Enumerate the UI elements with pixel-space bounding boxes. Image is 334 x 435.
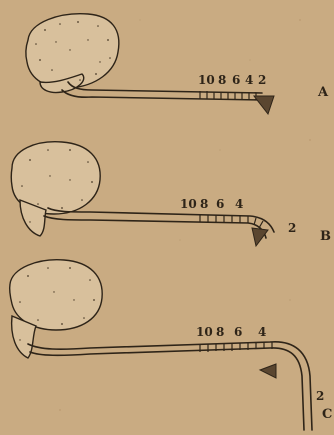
panel-c-seed: [10, 260, 103, 358]
panel-a-mark-4: 4: [245, 73, 253, 87]
panel-b-label: B: [320, 229, 331, 244]
panel-a-mark-10: 10: [198, 73, 215, 87]
panel-c-mark-8: 8: [216, 325, 224, 339]
panel-b-mark-4: 4: [235, 197, 243, 211]
panel-b-mark-6: 6: [216, 197, 224, 211]
panel-c: 10 8 6 4 2 C: [10, 260, 333, 430]
panel-a-label: A: [317, 85, 329, 100]
panel-a-mark-8: 8: [218, 73, 226, 87]
panel-c-mark-tip: 2: [316, 389, 324, 403]
panel-a-root-tip: [254, 96, 274, 114]
panel-b-mark-tip: 2: [288, 221, 296, 235]
panel-a-mark-6: 6: [232, 73, 240, 87]
panel-c-mark-10: 10: [196, 325, 213, 339]
panel-c-mark-4: 4: [258, 325, 266, 339]
panel-c-root-tip: [260, 364, 276, 378]
panel-a-mark-2: 2: [258, 73, 266, 87]
panel-b-root: [44, 208, 274, 246]
panel-a-root: [62, 82, 274, 114]
panel-c-mark-6: 6: [234, 325, 242, 339]
panel-b-mark-10: 10: [180, 197, 197, 211]
panel-c-root: [28, 342, 312, 430]
panel-b: 10 8 6 4 2 B: [11, 142, 331, 246]
panel-a-seed: [26, 14, 119, 93]
panel-a: 10 8 6 4 2 A: [26, 14, 329, 114]
panel-b-seed: [11, 142, 100, 236]
panel-c-label: C: [322, 407, 332, 422]
panel-b-mark-8: 8: [200, 197, 208, 211]
